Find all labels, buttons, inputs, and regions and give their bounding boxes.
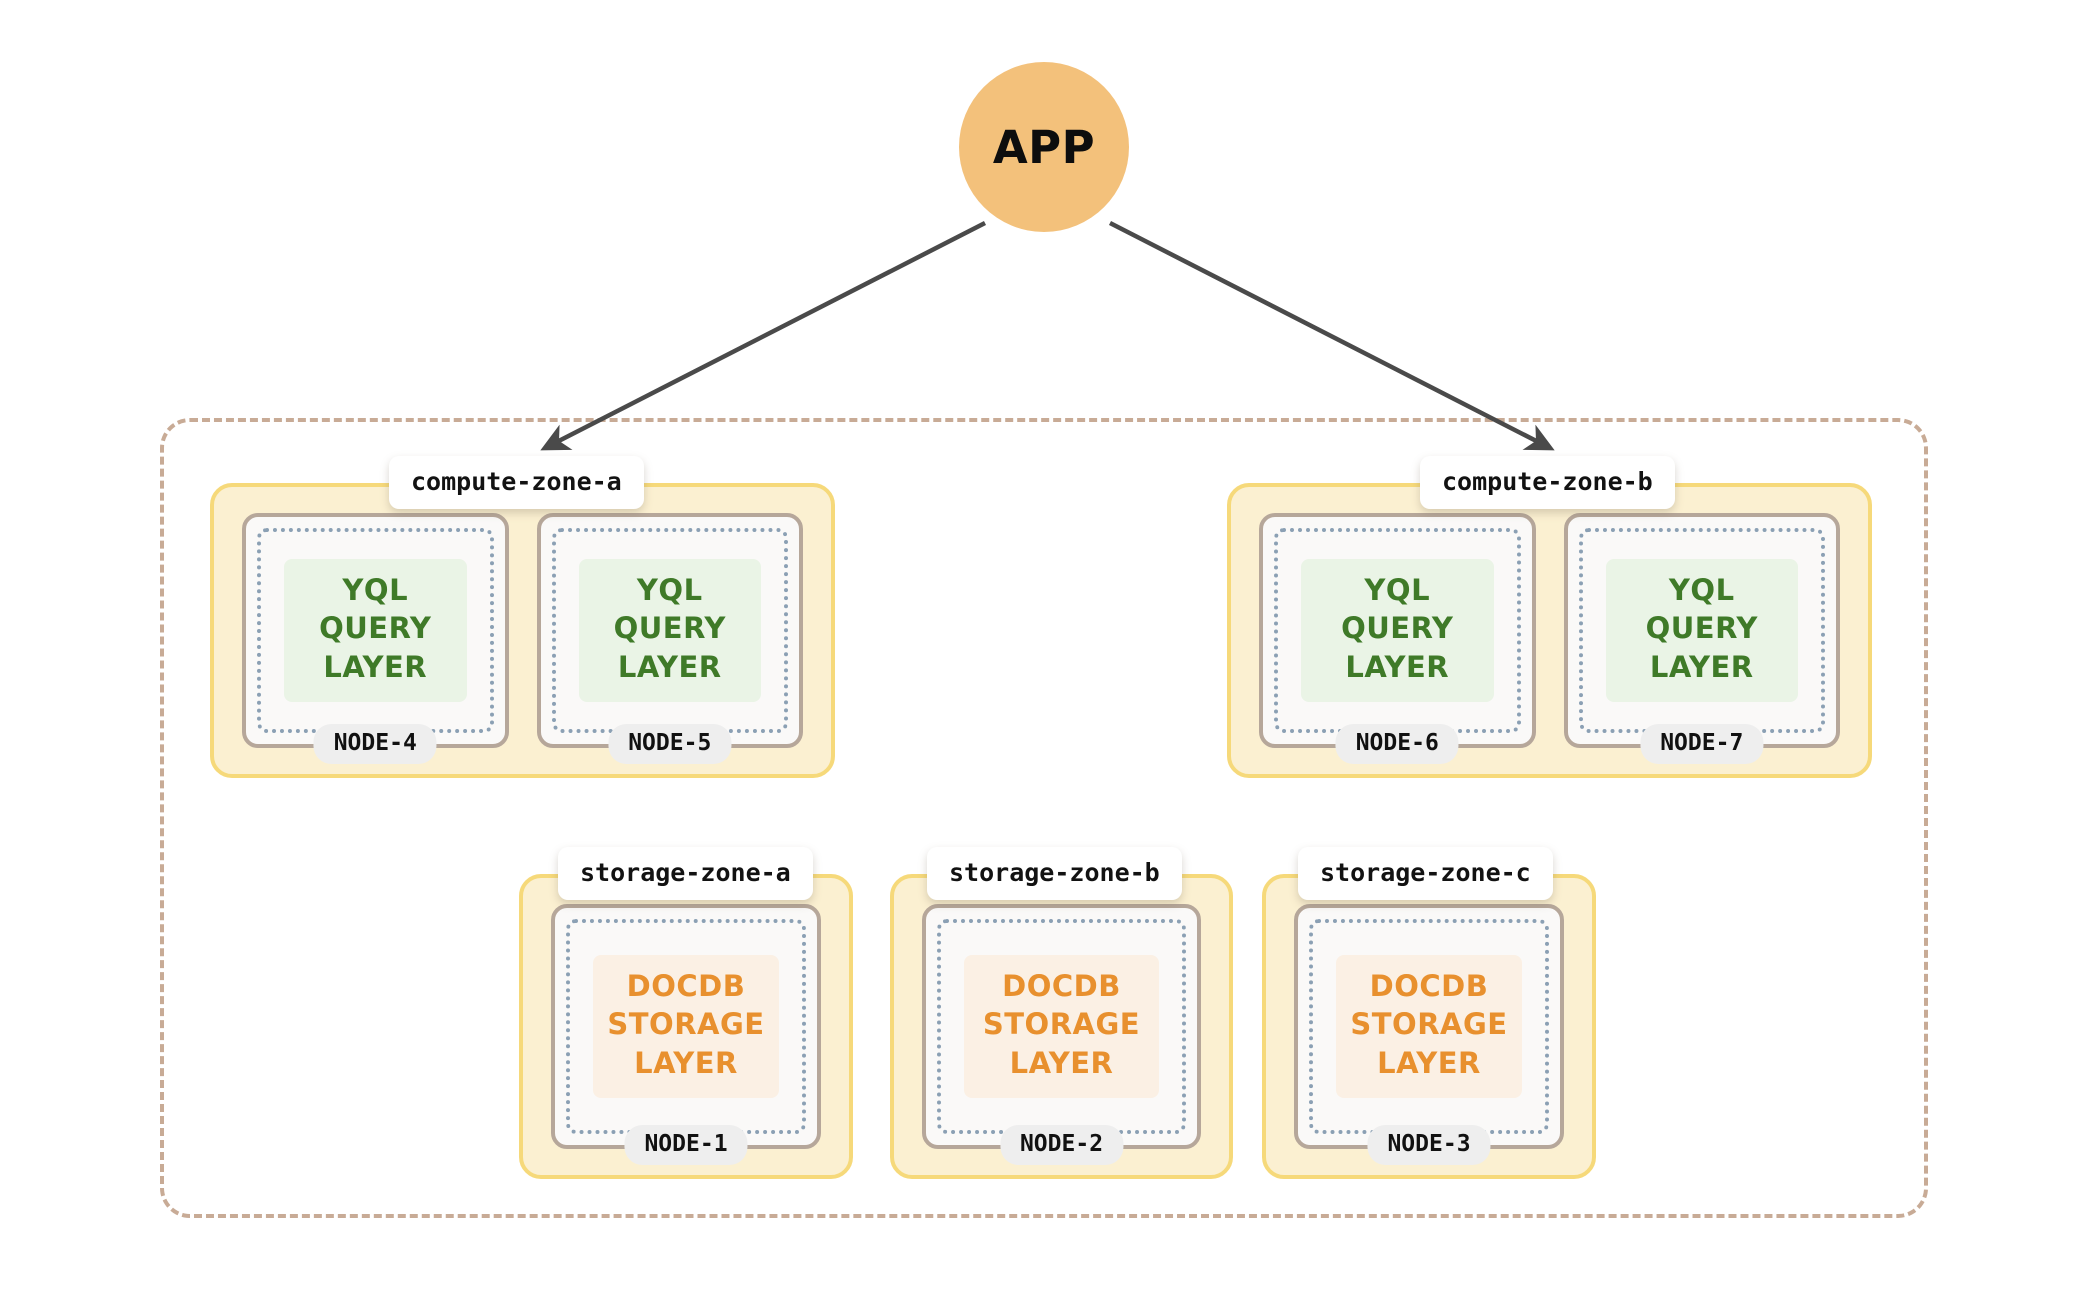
node-card-node-1[interactable]: DOCDB STORAGE LAYER NODE-1 (551, 904, 821, 1165)
node-badge-node-7: NODE-7 (1640, 724, 1764, 764)
zone-label-compute-zone-a: compute-zone-a (389, 456, 644, 509)
zone-label-compute-zone-b: compute-zone-b (1420, 456, 1675, 509)
node-inner-boundary: DOCDB STORAGE LAYER (1309, 919, 1549, 1134)
layer-line-2: STORAGE LAYER (982, 1007, 1141, 1080)
layer-line-2: STORAGE LAYER (1350, 1007, 1508, 1080)
zone-storage-zone-b[interactable]: DOCDB STORAGE LAYER NODE-2 (890, 874, 1233, 1179)
zone-compute-zone-b[interactable]: YQL QUERY LAYER NODE-6 YQL QUERY LAYER N… (1227, 483, 1872, 778)
storage-layer-block: DOCDB STORAGE LAYER (593, 955, 779, 1098)
layer-line-1: DOCDB (626, 969, 746, 1004)
node-badge-node-3: NODE-3 (1367, 1125, 1491, 1165)
node-badge-node-6: NODE-6 (1335, 724, 1459, 764)
layer-line-2: QUERY LAYER (613, 611, 726, 684)
zone-label-storage-zone-a: storage-zone-a (558, 847, 813, 900)
layer-line-1: YQL (1668, 573, 1735, 608)
layer-line-2: QUERY LAYER (1341, 611, 1454, 684)
zone-label-storage-zone-b: storage-zone-b (927, 847, 1182, 900)
node-inner-boundary: YQL QUERY LAYER (1578, 528, 1825, 733)
zone-storage-zone-a[interactable]: DOCDB STORAGE LAYER NODE-1 (519, 874, 853, 1179)
storage-layer-block: DOCDB STORAGE LAYER (1336, 955, 1522, 1098)
layer-line-2: STORAGE LAYER (607, 1007, 765, 1080)
storage-layer-block: DOCDB STORAGE LAYER (964, 955, 1159, 1098)
query-layer-block: YQL QUERY LAYER (284, 559, 467, 702)
node-inner-boundary: YQL QUERY LAYER (257, 528, 494, 733)
node-badge-node-5: NODE-5 (608, 724, 732, 764)
app-label: APP (992, 120, 1096, 174)
layer-line-1: DOCDB (1369, 969, 1489, 1004)
zone-label-storage-zone-c: storage-zone-c (1298, 847, 1553, 900)
zone-compute-zone-a[interactable]: YQL QUERY LAYER NODE-4 YQL QUERY LAYER N… (210, 483, 835, 778)
node-card-node-6[interactable]: YQL QUERY LAYER NODE-6 (1259, 513, 1536, 764)
zone-storage-zone-c[interactable]: DOCDB STORAGE LAYER NODE-3 (1262, 874, 1596, 1179)
node-badge-node-4: NODE-4 (313, 724, 437, 764)
arrow-app-to-compute-zone-a (540, 220, 987, 451)
node-inner-boundary: DOCDB STORAGE LAYER (937, 919, 1186, 1134)
node-card-node-5[interactable]: YQL QUERY LAYER NODE-5 (536, 513, 803, 764)
layer-line-1: YQL (1364, 573, 1431, 608)
cluster-boundary (160, 418, 1928, 1218)
node-inner-boundary: YQL QUERY LAYER (551, 528, 788, 733)
node-card-node-2[interactable]: DOCDB STORAGE LAYER NODE-2 (922, 904, 1201, 1165)
app-client-node[interactable]: APP (959, 62, 1129, 232)
node-inner-boundary: YQL QUERY LAYER (1274, 528, 1521, 733)
layer-line-1: YQL (636, 573, 703, 608)
query-layer-block: YQL QUERY LAYER (578, 559, 761, 702)
layer-line-1: YQL (342, 573, 409, 608)
node-inner-boundary: DOCDB STORAGE LAYER (566, 919, 806, 1134)
query-layer-block: YQL QUERY LAYER (1301, 559, 1494, 702)
layer-line-2: QUERY LAYER (1645, 611, 1758, 684)
node-card-node-4[interactable]: YQL QUERY LAYER NODE-4 (242, 513, 509, 764)
layer-line-2: QUERY LAYER (319, 611, 432, 684)
query-layer-block: YQL QUERY LAYER (1605, 559, 1798, 702)
node-badge-node-1: NODE-1 (624, 1125, 748, 1165)
layer-line-1: DOCDB (1002, 969, 1121, 1004)
arrow-app-to-compute-zone-b (1108, 220, 1555, 451)
node-badge-node-2: NODE-2 (999, 1125, 1124, 1165)
node-card-node-7[interactable]: YQL QUERY LAYER NODE-7 (1563, 513, 1840, 764)
node-card-node-3[interactable]: DOCDB STORAGE LAYER NODE-3 (1294, 904, 1564, 1165)
